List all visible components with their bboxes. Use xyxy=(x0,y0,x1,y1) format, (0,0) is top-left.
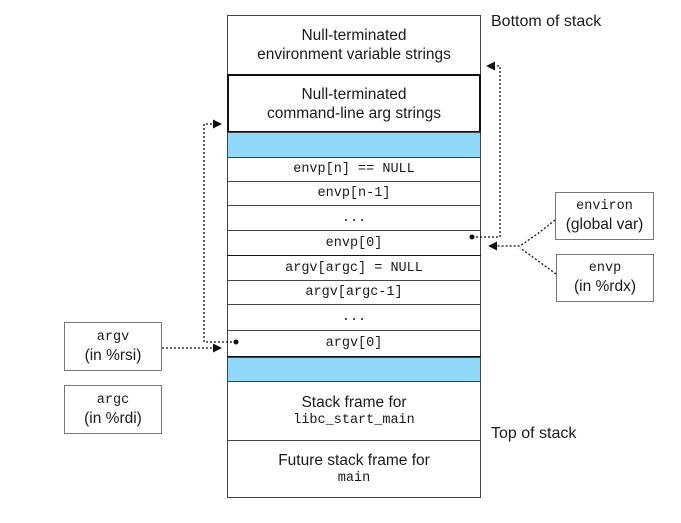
libc-frame-cell: Stack frame for libc_start_main xyxy=(227,381,481,441)
argc-register-name: argc xyxy=(96,392,130,408)
envp-register-name: envp xyxy=(588,261,622,276)
envp-ellipsis-text: ... xyxy=(341,210,367,226)
libc-frame-line1: Stack frame for xyxy=(301,394,407,411)
top-of-stack-label: Top of stack xyxy=(491,425,577,442)
padding-block-upper xyxy=(227,132,481,158)
envp-n-1-text: envp[n-1] xyxy=(317,186,391,201)
argv-argc-cell: argv[argc] = NULL xyxy=(227,256,481,281)
environ-desc: (global var) xyxy=(565,216,644,233)
envp-register-desc: (in %rdx) xyxy=(573,278,636,295)
future-frame-line2: main xyxy=(337,471,371,486)
future-frame-line1: Future stack frame for xyxy=(278,452,430,469)
environ-name: environ xyxy=(576,199,633,214)
argv-ellipsis-text: ... xyxy=(341,310,367,325)
env-strings-cell: Null-terminated environment variable str… xyxy=(227,15,481,75)
argv-0-text: argv[0] xyxy=(325,336,383,351)
argc-register-desc: (in %rdi) xyxy=(84,409,142,427)
envp-register-box: envp (in %rdx) xyxy=(556,254,654,302)
argv-register-box: argv (in %rsi) xyxy=(64,322,162,371)
argv-argc-text: argv[argc] = NULL xyxy=(285,260,423,276)
libc-frame-line2: libc_start_main xyxy=(293,413,415,428)
padding-block-lower xyxy=(227,357,481,382)
env-strings-line1: Null-terminated xyxy=(301,27,407,44)
env-strings-line2: environment variable strings xyxy=(257,46,451,63)
argv-0-cell: argv[0] xyxy=(227,330,481,356)
argv-argc-1-text: argv[argc-1] xyxy=(305,285,403,300)
argc-register-box: argc (in %rdi) xyxy=(64,385,162,434)
envp-0-text: envp[0] xyxy=(325,235,383,251)
arg-strings-line2: command-line arg strings xyxy=(266,104,441,122)
bottom-of-stack-label: Bottom of stack xyxy=(491,13,602,30)
stack-diagram: Null-terminated environment variable str… xyxy=(227,15,483,498)
future-frame-cell: Future stack frame for main xyxy=(227,440,481,498)
argv0-to-arg-strings-arrow xyxy=(203,119,239,345)
envp-n-text: envp[n] == NULL xyxy=(293,162,415,177)
envp-n-cell: envp[n] == NULL xyxy=(227,157,481,182)
envp-n-1-cell: envp[n-1] xyxy=(227,181,481,206)
arg-strings-line1: Null-terminated xyxy=(301,85,407,103)
envp-register-pointer-arrow xyxy=(519,247,557,275)
argv-argc-1-cell: argv[argc-1] xyxy=(227,280,481,305)
environ-box: environ (global var) xyxy=(555,192,654,240)
argv-register-desc: (in %rsi) xyxy=(84,346,142,364)
arg-strings-cell: Null-terminated command-line arg strings xyxy=(227,74,481,133)
environ-pointer-arrow xyxy=(488,219,556,251)
envp0-to-env-strings-arrow xyxy=(469,61,501,240)
argv-register-name: argv xyxy=(96,329,130,345)
